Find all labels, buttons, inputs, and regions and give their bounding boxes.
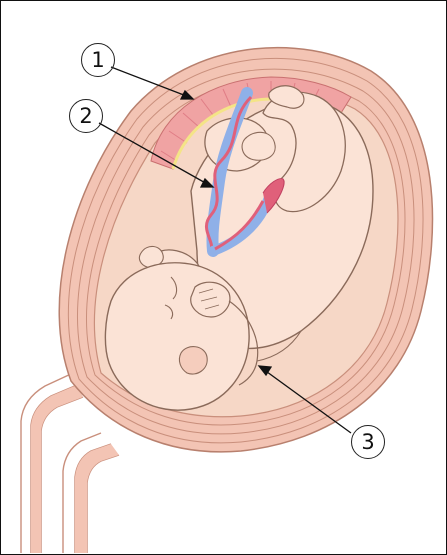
callout-3: 3 xyxy=(351,425,385,459)
cervix-fill-right xyxy=(75,444,119,553)
fetus-head xyxy=(105,263,249,410)
callout-1: 1 xyxy=(81,43,115,77)
fetus-hand xyxy=(191,282,230,317)
callout-2: 2 xyxy=(69,99,103,133)
fetus-ear xyxy=(179,347,207,374)
fetus-other-foot xyxy=(242,132,275,160)
